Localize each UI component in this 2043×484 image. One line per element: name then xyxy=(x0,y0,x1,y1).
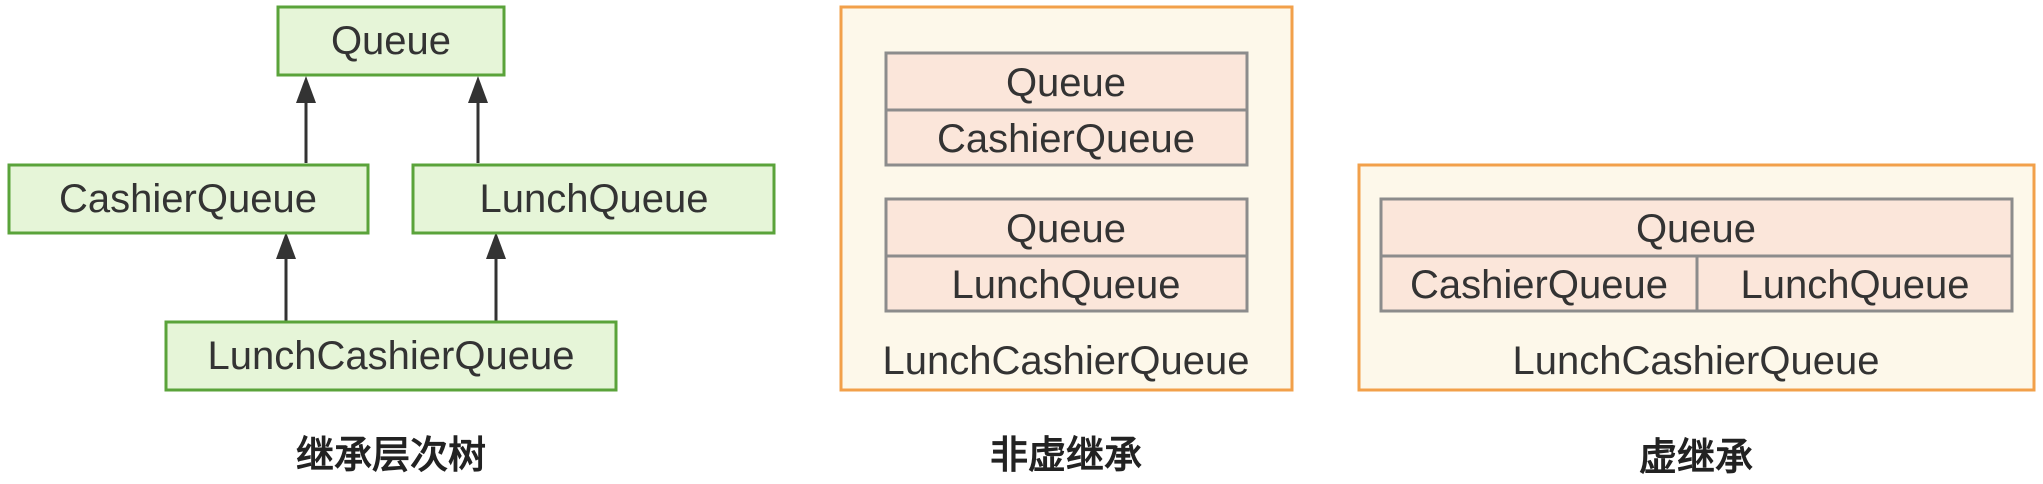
nonvirtual-inheritance: Queue CashierQueue Queue LunchQueue Lunc… xyxy=(839,5,1294,477)
virtual-cashier-label: CashierQueue xyxy=(1410,263,1668,307)
tree-node-queue-label: Queue xyxy=(331,19,451,63)
virtual-block: Queue CashierQueue LunchQueue xyxy=(1379,197,2014,313)
caption-nonvirtual: 非虚继承 xyxy=(990,432,1142,477)
nonvirtual-block-cashier: Queue CashierQueue xyxy=(884,51,1249,167)
nonvirtual-block-lunch: Queue LunchQueue xyxy=(884,197,1249,313)
nonvirtual-container-label: LunchCashierQueue xyxy=(883,339,1250,383)
arrowhead-icon xyxy=(468,76,488,103)
inheritance-tree: Queue CashierQueue LunchQueue LunchCashi… xyxy=(7,5,776,477)
virtual-container-label: LunchCashierQueue xyxy=(1513,339,1880,383)
caption-virtual: 虚继承 xyxy=(1639,434,1753,479)
tree-node-cashierqueue-label: CashierQueue xyxy=(59,177,317,221)
caption-inheritance-tree: 继承层次树 xyxy=(296,432,486,477)
virtual-inheritance: Queue CashierQueue LunchQueue LunchCashi… xyxy=(1357,163,2036,479)
arrowhead-icon xyxy=(486,232,506,259)
tree-node-lunchcashierqueue-label: LunchCashierQueue xyxy=(208,334,575,378)
nonvirtual-block2-lunch-label: LunchQueue xyxy=(951,263,1180,307)
tree-node-lunchcashierqueue: LunchCashierQueue xyxy=(164,320,618,392)
tree-node-cashierqueue: CashierQueue xyxy=(7,163,370,235)
arrowhead-icon xyxy=(296,76,316,103)
nonvirtual-block2-queue-label: Queue xyxy=(1006,207,1126,251)
tree-node-queue: Queue xyxy=(276,5,506,77)
nonvirtual-block1-queue-label: Queue xyxy=(1006,61,1126,105)
virtual-queue-label: Queue xyxy=(1636,207,1756,251)
virtual-lunch-label: LunchQueue xyxy=(1740,263,1969,307)
tree-node-lunchqueue-label: LunchQueue xyxy=(479,177,708,221)
arrowhead-icon xyxy=(276,232,296,259)
nonvirtual-block1-cashier-label: CashierQueue xyxy=(937,117,1195,161)
tree-node-lunchqueue: LunchQueue xyxy=(411,163,776,235)
